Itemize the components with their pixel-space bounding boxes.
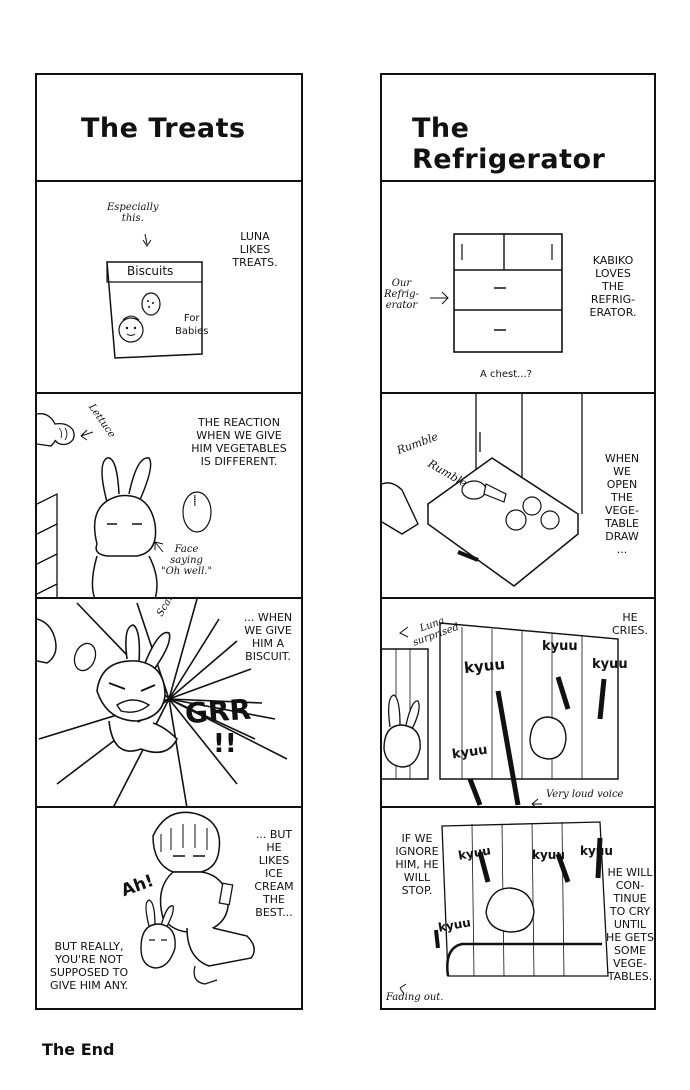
rabbit-vegetables-drawing [37, 413, 212, 597]
panel-luna-likes-treats: Especially this. Biscuits For Babies LUN… [37, 180, 301, 392]
ice-cream-bar [218, 882, 234, 906]
very-loud-voice-note: Very loud voice [546, 789, 624, 800]
panel-ice-cream: Ah! ... BUT HE LIKES ICE CREAM THE BEST.… [37, 806, 301, 1008]
child-head [152, 811, 221, 873]
our-refrigerator-note: Our Refrig- erator [384, 278, 419, 311]
hand-opening-drawer [382, 482, 419, 535]
luna-likes-treats-caption: LUNA LIKES TREATS. [232, 230, 278, 269]
panel-vegetable-drawer: Rumble Rumble WHEN WE OPEN THE VEGE- TAB… [382, 392, 654, 597]
panel-biscuit-grr: Scary ... WHEN WE GIVE HIM A BISCUIT. GR… [37, 597, 301, 806]
vegetable-drawer-drawing [382, 394, 583, 587]
open-refrigerator [439, 622, 619, 780]
grr-sound-effect: GRR [183, 692, 253, 731]
panel-kabiko-loves-fridge: Our Refrig- erator KABIKO LOVES THE REFR… [382, 180, 654, 392]
title-panel-refrigerator: The Refrigerator [382, 75, 654, 180]
refrigerator-icon [453, 233, 563, 353]
for-babies-label: For Babies [175, 313, 209, 337]
not-supposed-to-caption: BUT REALLY, YOU'RE NOT SUPPOSED TO GIVE … [49, 940, 129, 992]
strip-title-refrigerator: The Refrigerator [412, 113, 606, 175]
refrigerator-drawing [430, 233, 563, 353]
kyuu-sound-6: kyuu [532, 848, 565, 862]
continue-to-cry-caption: HE WILL CON- TINUE TO CRY UNTIL HE GETS … [606, 866, 654, 983]
face-saying-oh-well-note: Face saying "Oh well." [161, 544, 213, 577]
angry-rabbit-drawing [37, 599, 288, 806]
baby-face-icon [118, 317, 144, 343]
kabiko-fading-drawing [399, 821, 609, 995]
open-vegetable-draw-caption: WHEN WE OPEN THE VEGE- TABLE DRAW ... [604, 452, 640, 556]
rabbit-luna-small [140, 923, 176, 969]
biscuit-box-drawing [106, 233, 203, 359]
child-ice-cream-drawing [140, 811, 255, 985]
grr-exclamation: !! [213, 729, 237, 759]
kabiko-loves-caption: KABIKO LOVES THE REFRIG- ERATOR. [589, 254, 637, 319]
kabiko-fading [485, 887, 535, 933]
comic-strip-refrigerator: The Refrigerator Our Refrig- erator KABI… [380, 73, 656, 1010]
biscuit [73, 642, 97, 672]
panel-ignore-him: IF WE IGNORE HIM, HE WILL STOP. HE WILL … [382, 806, 654, 1008]
carrot [483, 483, 507, 503]
stair-railing [37, 492, 58, 597]
title-panel-treats: The Treats [37, 75, 301, 180]
the-end-label: The End [42, 1040, 115, 1059]
if-we-ignore-caption: IF WE IGNORE HIM, HE WILL STOP. [395, 832, 439, 897]
kyuu-sound-7: kyuu [580, 844, 613, 858]
kyuu-sound-2: kyuu [542, 639, 578, 654]
panel-he-cries: Luna surprised HE CRIES. kyuu kyuu kyuu … [382, 597, 654, 806]
panel-vegetables-reaction: Lettuce THE REACTION WHEN WE GIVE HIM VE… [37, 392, 301, 597]
strip-title-treats: The Treats [81, 113, 246, 144]
especially-this-note: Especially this. [107, 202, 159, 224]
kyuu-sound-3: kyuu [592, 657, 628, 672]
crying-kabiko-drawing [382, 622, 619, 806]
child-body [159, 871, 229, 933]
a-chest-note: A chest...? [480, 369, 532, 380]
surprised-rabbit [383, 724, 421, 768]
rabbit-luna [93, 494, 157, 557]
biscuits-box-label: Biscuits [127, 264, 174, 278]
comic-strip-treats: The Treats Especially this. Biscuits For… [35, 73, 303, 1010]
fading-out-note: Fading out. [386, 992, 444, 1003]
he-cries-caption: HE CRIES. [612, 611, 648, 637]
likes-ice-cream-caption: ... BUT HE LIKES ICE CREAM THE BEST... [254, 828, 294, 919]
kabiko-crying [529, 716, 567, 760]
when-we-give-biscuit-caption: ... WHEN WE GIVE HIM A BISCUIT. [243, 611, 293, 663]
biscuit-icon [141, 292, 161, 316]
speech-bubble [182, 491, 212, 533]
vegetables-reaction-caption: THE REACTION WHEN WE GIVE HIM VEGETABLES… [191, 416, 287, 468]
ellipsis-bubble-text: ...... [191, 494, 205, 505]
hand-with-biscuit [37, 618, 57, 664]
